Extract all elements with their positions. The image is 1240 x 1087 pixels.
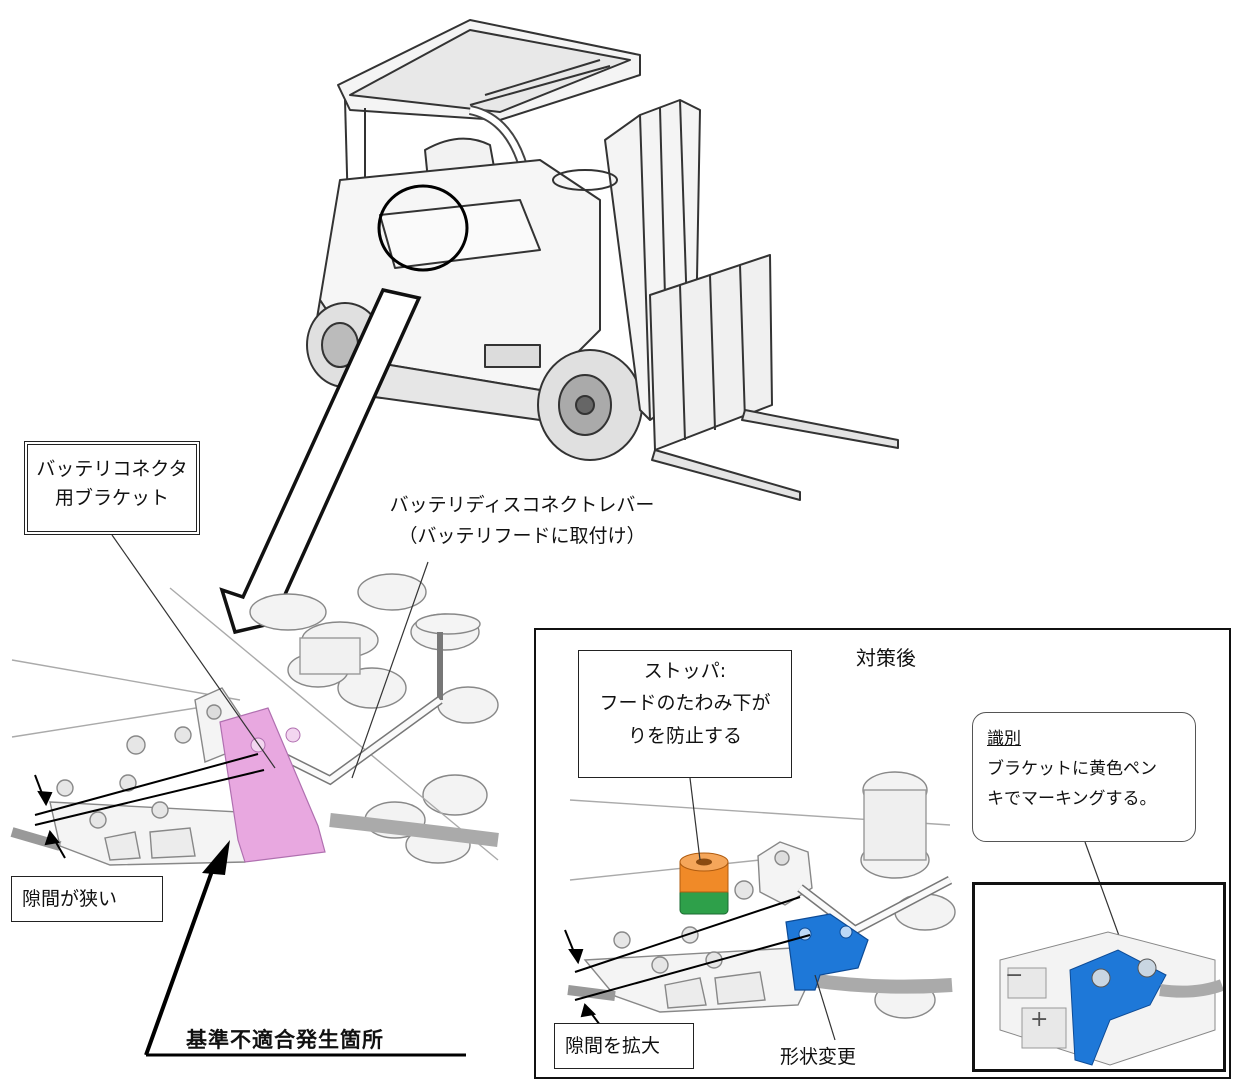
stopper-part: [679, 852, 729, 915]
identification-line1: ブラケットに黄色ペン: [987, 758, 1157, 779]
minus-sign: −: [1005, 963, 1024, 988]
inset-connector: [999, 931, 1225, 1066]
identification-line2: キでマーキングする。: [987, 788, 1157, 809]
detail-after: [567, 771, 956, 1019]
narrow-gap-label: 隙間が狭い: [11, 876, 163, 922]
after-countermeasure-frame: [534, 628, 1231, 1079]
bracket-label-box: バッテリコネクタ 用ブラケット: [24, 441, 200, 535]
bracket-label-line1: バッテリコネクタ: [36, 458, 188, 480]
wide-gap-lines: [564, 896, 811, 1026]
inset-closeup-frame: − +: [972, 882, 1226, 1072]
widened-gap-label: 隙間を拡大: [554, 1023, 694, 1069]
lever-label: バッテリディスコネクトレバー （バッテリフードに取付け）: [372, 490, 672, 553]
after-countermeasure-title: 対策後: [856, 646, 916, 670]
highlight-circle: [377, 184, 469, 272]
stopper-label-line1: ストッパ:: [643, 660, 727, 682]
identification-note: 識別 ブラケットに黄色ペン キでマーキングする。: [972, 712, 1196, 842]
identification-heading: 識別: [987, 729, 1021, 749]
lever-label-line1: バッテリディスコネクトレバー: [389, 494, 655, 516]
old-bracket-pink: [219, 707, 326, 863]
lever-label-line2: （バッテリフードに取付け）: [398, 525, 646, 548]
stopper-label-line2: フードのたわみ下が: [599, 692, 771, 715]
nonconformity-location-label: 基準不適合発生箇所: [186, 1028, 384, 1052]
bracket-label-line2: 用ブラケット: [54, 487, 169, 510]
forklift-drawing: [306, 19, 899, 501]
shape-change-label: 形状変更: [780, 1046, 857, 1068]
stopper-label-line3: りを防止する: [627, 724, 742, 747]
stopper-label-box: ストッパ: フードのたわみ下が りを防止する: [578, 650, 792, 778]
narrow-gap-lines: [34, 753, 265, 859]
location-arrow: [144, 840, 466, 1057]
plus-sign: +: [1030, 1007, 1049, 1032]
